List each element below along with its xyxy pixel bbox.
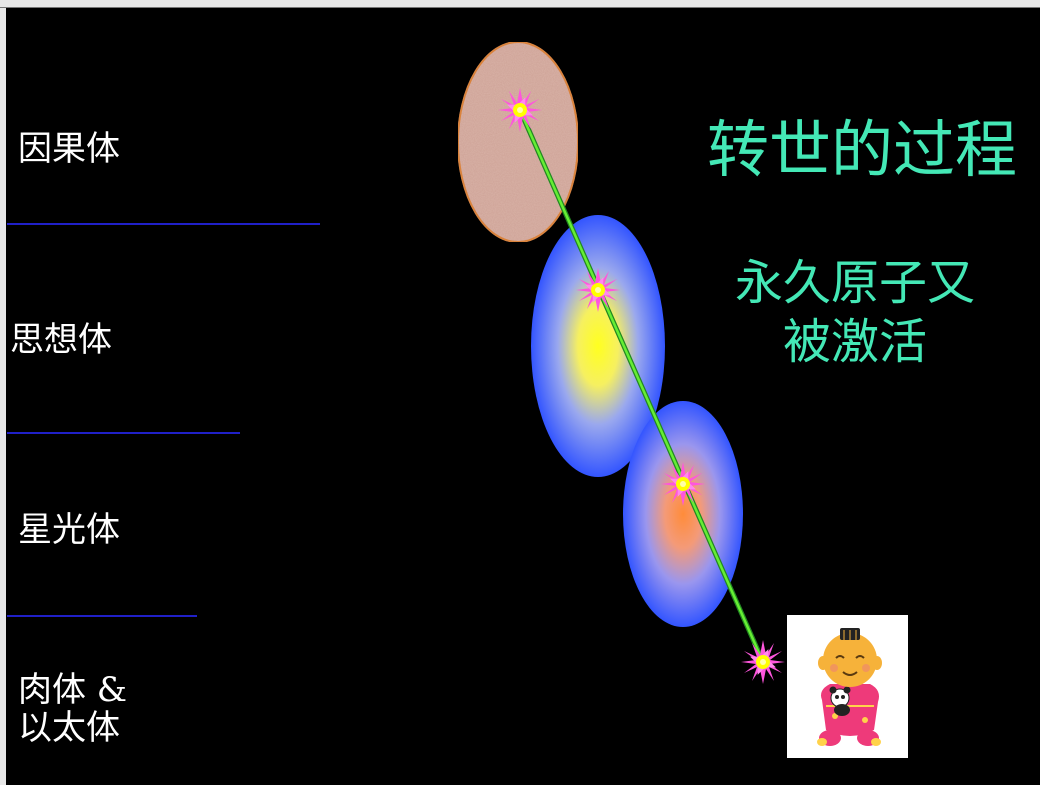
label-causal-body: 因果体	[18, 129, 120, 169]
frame-top-edge	[0, 0, 1040, 8]
frame-left-edge	[0, 0, 6, 785]
label-etheric-body: 以太体	[18, 708, 120, 748]
subtitle-line-2: 被激活	[782, 314, 927, 370]
label-mental-body: 思想体	[10, 320, 112, 360]
causal-body-ellipse	[457, 41, 579, 243]
starburst-icon	[741, 640, 785, 684]
label-astral-body: 星光体	[18, 510, 120, 550]
separator-causal-mental	[7, 223, 320, 225]
separator-astral-physical	[7, 615, 197, 617]
separator-mental-astral	[7, 432, 240, 434]
label-physical-body: 肉体 &	[18, 670, 128, 710]
baby-illustration	[787, 615, 908, 758]
subtitle-line-1: 永久原子又	[734, 255, 975, 311]
mental-body-ellipse	[531, 215, 665, 477]
diagram-title: 转世的过程	[706, 113, 1017, 186]
astral-body-ellipse	[623, 401, 743, 627]
